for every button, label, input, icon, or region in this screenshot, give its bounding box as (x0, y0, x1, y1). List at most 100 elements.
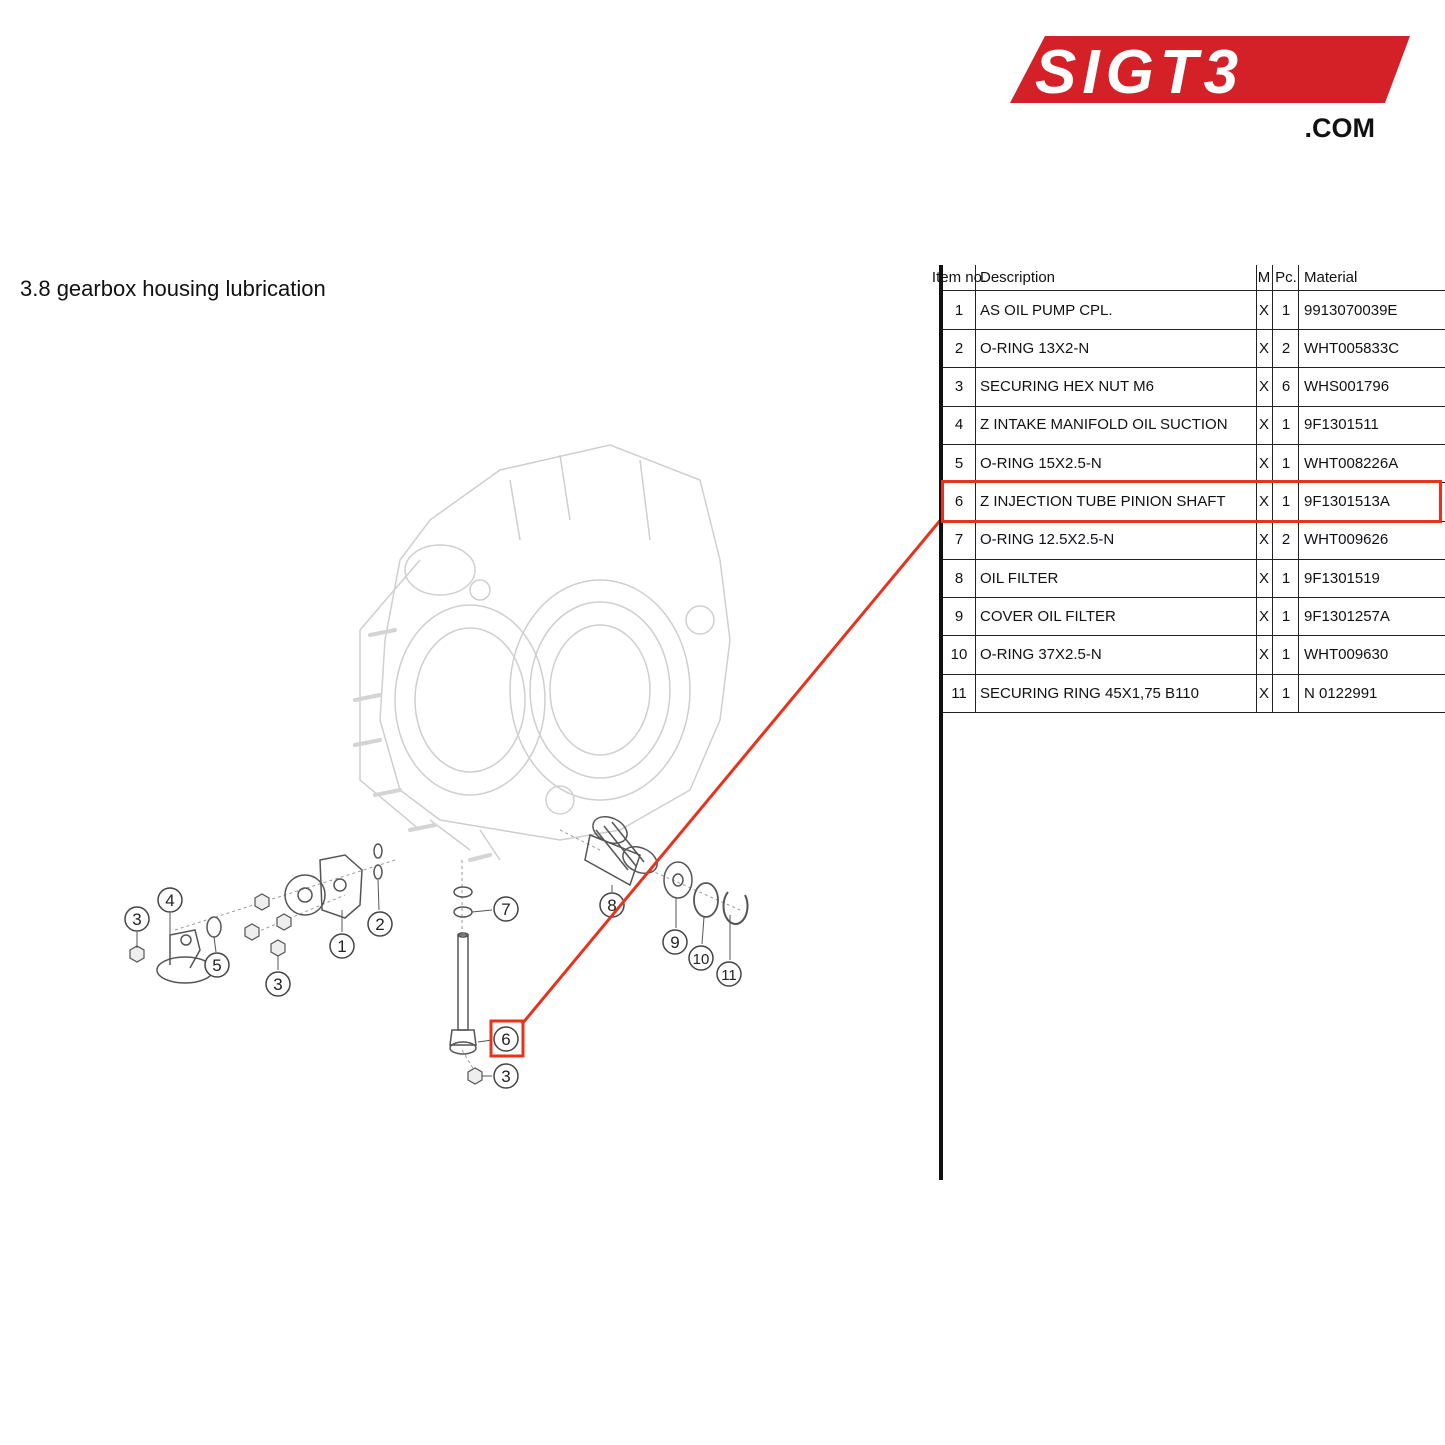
item-number: 9 (943, 597, 976, 636)
item-m: X (1256, 444, 1273, 483)
svg-text:8: 8 (607, 896, 616, 915)
item-quantity: 1 (1274, 405, 1299, 444)
svg-text:3: 3 (273, 975, 282, 994)
item-material: 9F1301519 (1304, 569, 1380, 587)
o-ring-10 (693, 882, 719, 918)
sigt3-logo: SIGT3 (1010, 36, 1410, 107)
highlight-connector (520, 516, 945, 1025)
item-number: 2 (943, 329, 976, 368)
item-material: WHS001796 (1304, 378, 1390, 396)
oil-pump (284, 854, 363, 919)
callout-4: 4 (157, 887, 183, 913)
intake-manifold (156, 929, 214, 984)
svg-text:7: 7 (501, 900, 510, 919)
item-description: AS OIL PUMP CPL. (977, 291, 1257, 329)
item-number: 7 (943, 520, 976, 559)
item-quantity: 1 (1274, 291, 1299, 329)
svg-text:11: 11 (721, 967, 737, 984)
securing-ring (722, 891, 749, 925)
svg-text:4: 4 (165, 891, 174, 910)
item-m: X (1256, 367, 1273, 406)
item-description: O-RING 12.5X2.5-N (977, 520, 1257, 559)
item-material: 9F1301513A (1304, 493, 1390, 510)
highlighted-row-box (941, 480, 1442, 523)
item-material: 9913070039E (1304, 301, 1398, 319)
item-material: WHT008226A (1304, 454, 1399, 472)
item-m: X (1256, 405, 1273, 444)
svg-text:SIGT3: SIGT3 (1035, 38, 1244, 107)
svg-text:9: 9 (670, 933, 679, 952)
header-description: Description (977, 265, 1257, 290)
callout-11: 11 (716, 961, 742, 987)
item-quantity: 2 (1274, 520, 1299, 559)
item-quantity: 1 (1274, 635, 1299, 674)
housing-studs (353, 628, 492, 862)
o-rings-7 (453, 886, 473, 918)
item-number: 10 (943, 635, 976, 674)
o-ring-5 (206, 916, 222, 938)
injection-tube (449, 932, 477, 1055)
item-description: OIL FILTER (977, 559, 1257, 598)
item-description: SECURING HEX NUT M6 (977, 367, 1257, 406)
svg-text:6: 6 (501, 1030, 510, 1049)
item-material: 9F1301511 (1304, 416, 1379, 434)
svg-text:3: 3 (501, 1067, 510, 1086)
header-item-no: Item no. (932, 265, 986, 290)
item-quantity: 6 (1274, 367, 1299, 406)
o-rings-2 (373, 843, 383, 880)
item-number: 6 (943, 482, 976, 521)
item-material: WHT009626 (1304, 531, 1389, 549)
item-quantity: 1 (1274, 559, 1299, 598)
svg-text:10: 10 (693, 951, 710, 968)
callout-3a: 3 (124, 906, 150, 932)
item-quantity: 1 (1274, 597, 1299, 636)
callout-3b: 3 (265, 971, 291, 997)
callouts: 1 2 3 3 3 4 5 6 7 8 9 10 11 (124, 887, 742, 1089)
callout-3c: 3 (493, 1063, 519, 1089)
callout-5: 5 (204, 952, 230, 978)
item-number: 11 (943, 674, 976, 712)
callout-7: 7 (493, 896, 519, 922)
item-m: X (1256, 520, 1273, 559)
item-quantity: 1 (1274, 444, 1299, 483)
table-left-border (939, 265, 943, 1180)
item-description: SECURING RING 45X1,75 B110 (977, 674, 1257, 712)
filter-cover (663, 861, 693, 899)
svg-text:3: 3 (132, 910, 141, 929)
svg-text:1: 1 (337, 937, 346, 956)
item-quantity: 1 (1274, 482, 1299, 521)
callout-1: 1 (329, 933, 355, 959)
hex-nuts (129, 893, 483, 1085)
item-number: 5 (943, 444, 976, 483)
header-material: Material (1304, 269, 1358, 286)
header-pc: Pc. (1274, 265, 1299, 290)
callout-6: 6 (493, 1026, 519, 1052)
gearbox-housing (359, 444, 731, 861)
item-description: Z INJECTION TUBE PINION SHAFT (977, 482, 1257, 521)
header-m: M (1256, 265, 1273, 290)
table-header: Item no. Description M Pc. Material (932, 265, 1445, 291)
item-description: Z INTAKE MANIFOLD OIL SUCTION (977, 405, 1257, 444)
item-m: X (1256, 597, 1273, 636)
svg-text:2: 2 (375, 915, 384, 934)
page-title: 3.8 gearbox housing lubrication (20, 276, 326, 301)
item-description: O-RING 37X2.5-N (977, 635, 1257, 674)
callout-6-highlight (489, 1019, 525, 1058)
item-material: WHT009630 (1304, 646, 1389, 664)
item-m: X (1256, 559, 1273, 598)
item-material: N 0122991 (1304, 684, 1378, 702)
oil-filter (584, 815, 658, 887)
item-number: 8 (943, 559, 976, 598)
item-description: O-RING 15X2.5-N (977, 444, 1257, 483)
item-quantity: 1 (1274, 674, 1299, 712)
